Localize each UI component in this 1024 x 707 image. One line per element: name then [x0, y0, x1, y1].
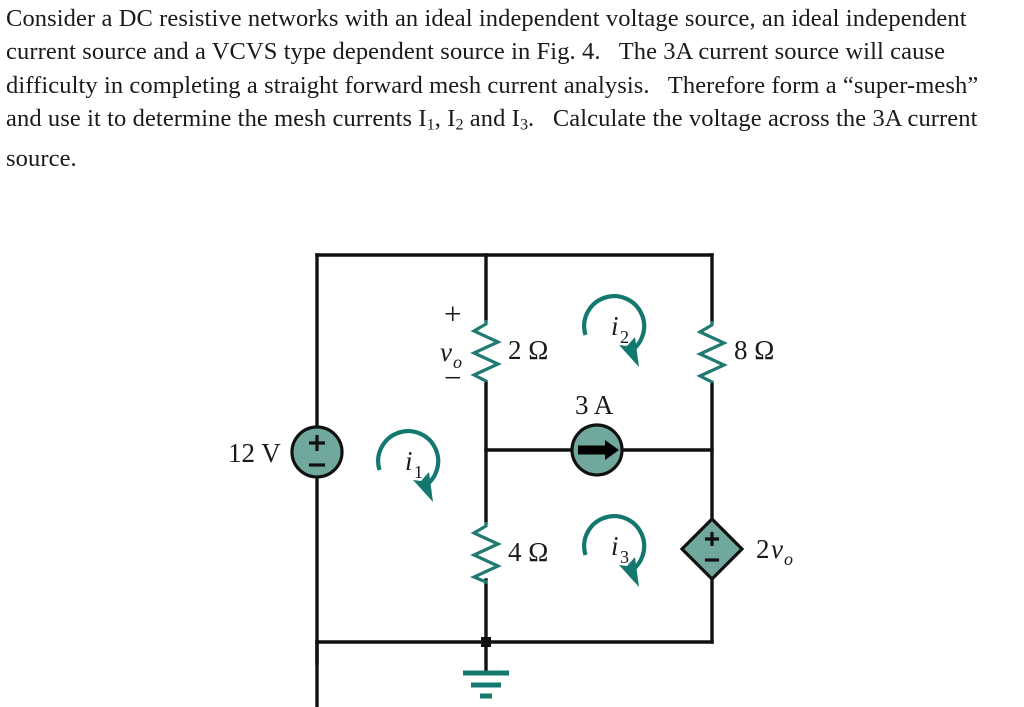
problem-text-part-4: . Calculate the voltage across the 3A cu…: [6, 105, 978, 173]
svg-text:2: 2: [756, 534, 770, 564]
svg-text:v: v: [771, 534, 783, 564]
mesh-current-i1-label: i 1: [405, 446, 423, 482]
svg-text:i: i: [611, 311, 619, 341]
dependent-source-vcvs[interactable]: [679, 516, 745, 582]
resistor-4-ohm-label: 4 Ω: [508, 537, 548, 567]
problem-text-part-2: , I: [434, 105, 456, 133]
mesh-current-i3-label: i 3: [611, 531, 629, 567]
svg-text:1: 1: [414, 462, 423, 482]
current-direction-arrow-icon: [578, 440, 619, 460]
resistor-2-ohm: [470, 320, 502, 383]
svg-text:3: 3: [620, 547, 629, 567]
voltage-source-label: 12 V: [228, 438, 281, 468]
junction-dot: [481, 637, 491, 647]
mesh-current-i2-label: i 2: [611, 311, 629, 347]
voltage-source-plus-icon: [309, 435, 325, 451]
svg-text:o: o: [784, 549, 793, 569]
circuit-wires: [315, 253, 714, 707]
problem-statement: Consider a DC resistive networks with an…: [6, 2, 1016, 176]
problem-paragraph: Consider a DC resistive networks with an…: [6, 2, 1016, 176]
current-source-label: 3 A: [575, 390, 614, 420]
problem-text-part-1: Consider a DC resistive networks with an…: [6, 5, 979, 133]
resistor-8-ohm: [696, 321, 728, 384]
subscript-1: 1: [426, 116, 435, 134]
resistor-2-ohm-label: 2 Ω: [508, 335, 548, 365]
svg-text:v: v: [440, 337, 452, 367]
voltage-source-body[interactable]: [290, 425, 344, 479]
ground-symbol: [463, 670, 509, 699]
dependent-source-label: 2 v o: [756, 534, 793, 569]
vo-label: v o: [440, 337, 462, 372]
svg-text:i: i: [611, 531, 619, 561]
subscript-3: 3: [519, 116, 529, 134]
subscript-2: 2: [455, 116, 464, 134]
voltage-source-12v[interactable]: [290, 425, 344, 479]
current-source-3a[interactable]: [570, 423, 624, 477]
circuit-diagram: 2 Ω + v o − 8 Ω 4 Ω 12 V 3 A 2 v: [0, 236, 1024, 707]
svg-text:o: o: [453, 352, 462, 372]
problem-text-part-3: and I: [463, 105, 520, 133]
resistor-8-ohm-label: 8 Ω: [734, 335, 774, 365]
dependent-source-plus-icon: [705, 532, 719, 546]
dependent-source-body[interactable]: [679, 516, 745, 582]
svg-text:i: i: [405, 446, 413, 476]
vo-plus-sign: +: [444, 296, 461, 331]
svg-text:2: 2: [620, 327, 629, 347]
vo-minus-sign: −: [444, 360, 461, 395]
resistor-4-ohm: [470, 522, 502, 585]
